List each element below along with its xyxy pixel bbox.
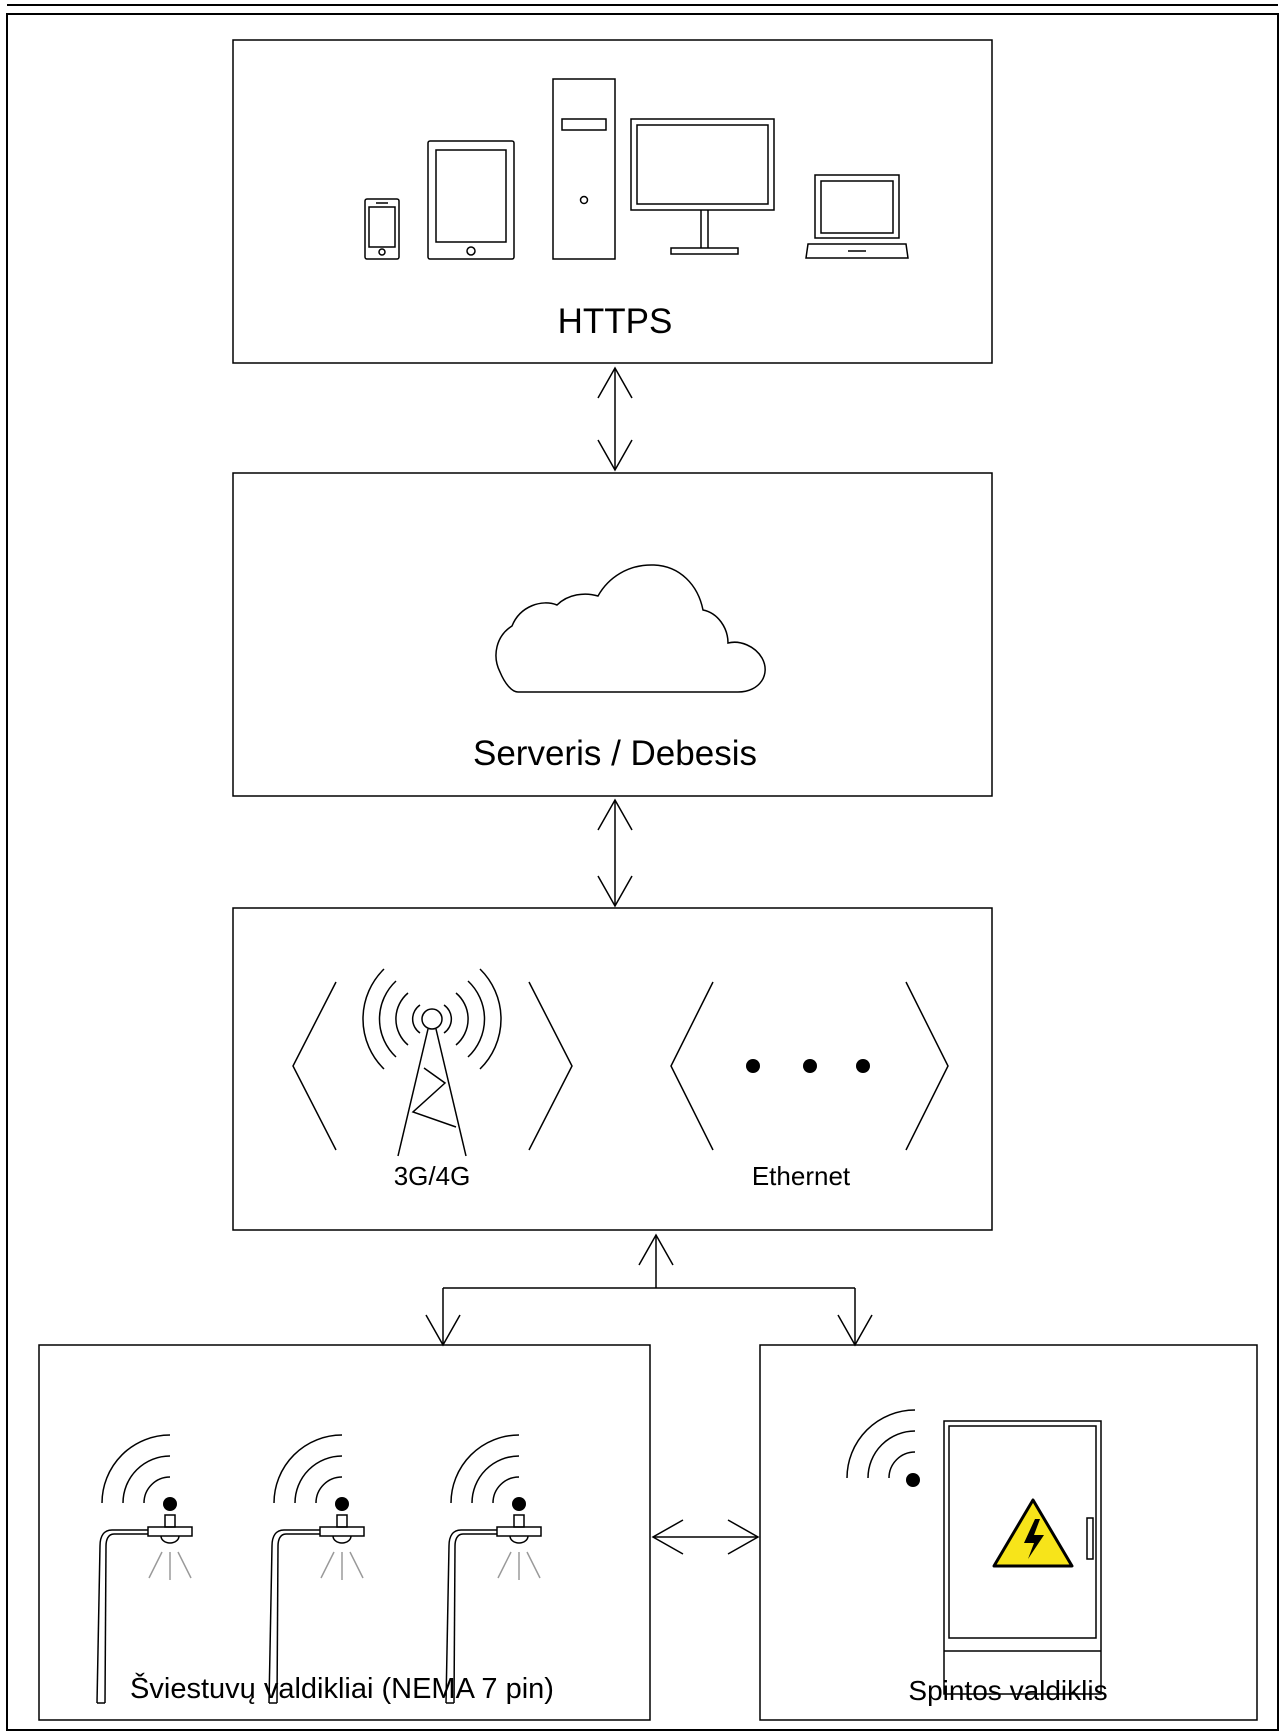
cellular-label: 3G/4G: [394, 1161, 471, 1191]
luminaires-label: Šviestuvų valdikliai (NEMA 7 pin): [130, 1671, 554, 1705]
ellipsis-icon: [746, 1059, 870, 1073]
street-lamp-icon: [445, 1434, 542, 1704]
cabinet-label: Spintos valdiklis: [908, 1675, 1107, 1706]
cellular-bracket-right: [528, 981, 573, 1151]
clients-block: HTTPS: [232, 39, 993, 364]
cellular-bracket-left: [292, 981, 337, 1151]
clients-server-arrow: [597, 366, 633, 472]
high-voltage-warning-icon: [992, 1498, 1074, 1568]
luminaires-block: Šviestuvų valdikliai (NEMA 7 pin): [38, 1344, 651, 1721]
clients-label: HTTPS: [558, 302, 673, 341]
wired-label: Ethernet: [752, 1161, 851, 1191]
server-block: Serveris / Debesis: [232, 472, 993, 797]
street-lamp-icon: [268, 1434, 365, 1704]
laptop-icon: [805, 174, 909, 259]
smartphone-icon: [364, 198, 400, 260]
luminaires-cabinet-arrow: [651, 1519, 760, 1555]
wireless-signal-icon: [846, 1409, 920, 1487]
cell-tower-icon: [362, 968, 502, 1157]
cabinet-block: Spintos valdiklis: [759, 1344, 1258, 1721]
page-frame: [6, 13, 1279, 1731]
ethernet-bracket-right: [905, 981, 949, 1151]
network-block: 3G/4G Ethernet: [232, 907, 993, 1231]
server-network-arrow: [597, 798, 633, 908]
monitor-icon: [630, 118, 775, 255]
desktop-tower-icon: [552, 78, 616, 260]
tablet-icon: [427, 140, 515, 260]
cloud-icon: [495, 564, 766, 693]
street-lamp-icon: [96, 1434, 193, 1704]
ethernet-bracket-left: [670, 981, 714, 1151]
network-branch-arrow: [425, 1233, 873, 1347]
server-label: Serveris / Debesis: [473, 734, 757, 773]
electrical-cabinet-icon: [943, 1420, 1102, 1695]
